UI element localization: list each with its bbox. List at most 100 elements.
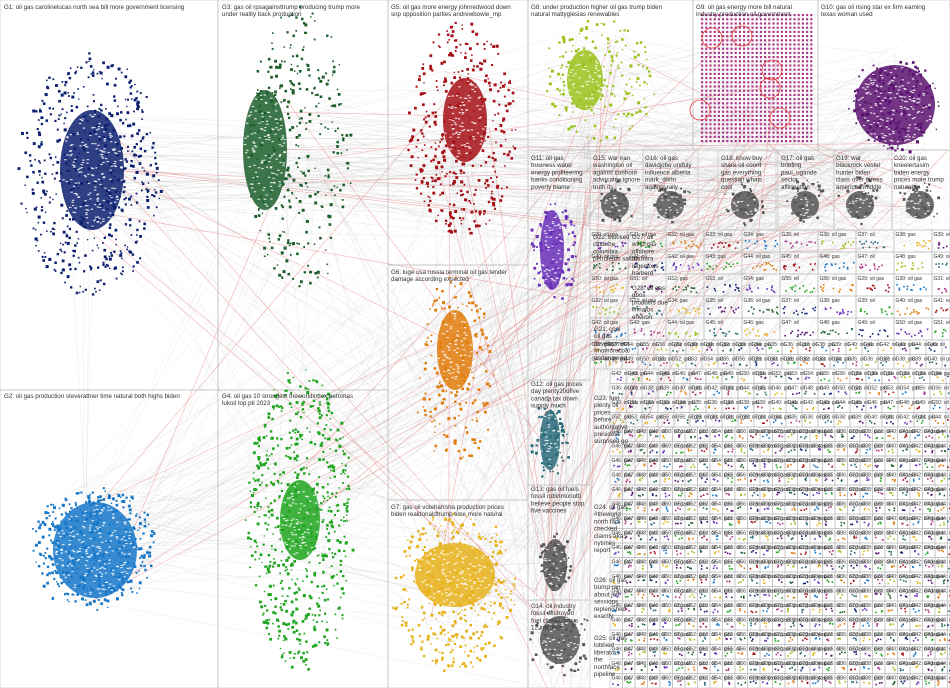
edge: [484, 209, 700, 374]
node: [89, 601, 91, 603]
node-label-chip: [66, 565, 69, 567]
node: [78, 98, 80, 100]
node: [254, 584, 258, 587]
node: [488, 350, 492, 354]
node-label-chip: [93, 530, 97, 532]
node: [29, 159, 32, 162]
node: [42, 584, 46, 588]
node: [145, 95, 148, 99]
node-label-chip: [261, 168, 264, 170]
node: [272, 482, 276, 486]
node: [271, 47, 274, 50]
node: [267, 510, 271, 513]
node: [494, 539, 498, 543]
node: [481, 332, 485, 336]
node-label-chip: [314, 502, 318, 504]
node-label-chip: [471, 88, 474, 90]
node: [342, 592, 345, 595]
node: [291, 91, 295, 95]
node: [423, 144, 426, 146]
node: [257, 458, 260, 461]
edge: [437, 408, 575, 496]
node: [463, 651, 466, 653]
edge: [541, 205, 861, 529]
node: [290, 436, 293, 440]
node: [503, 152, 506, 156]
node: [321, 75, 325, 79]
node: [491, 190, 493, 193]
node-label-chip: [122, 563, 125, 566]
node: [290, 600, 294, 604]
edge: [537, 95, 740, 610]
node: [102, 261, 105, 264]
node: [433, 419, 436, 422]
node-label-chip: [265, 102, 268, 105]
node: [264, 604, 267, 607]
node: [321, 591, 324, 594]
node: [345, 507, 348, 510]
node-label-chip: [451, 144, 454, 146]
node: [76, 66, 79, 68]
edge: [437, 180, 783, 376]
node: [110, 251, 113, 254]
node-label-chip: [297, 492, 301, 494]
edge: [531, 98, 896, 687]
node: [43, 523, 47, 527]
node: [71, 95, 75, 99]
node: [74, 267, 77, 271]
node: [58, 585, 61, 588]
edge: [311, 51, 752, 495]
node: [477, 614, 480, 616]
node-label-chip: [272, 177, 275, 179]
node-label-chip: [253, 191, 257, 193]
node: [490, 601, 493, 603]
node-label-chip: [101, 588, 104, 590]
node-label-chip: [312, 513, 316, 515]
node: [432, 186, 435, 189]
edge: [635, 160, 948, 224]
node: [258, 437, 261, 440]
node-label-chip: [80, 556, 84, 558]
node: [61, 259, 65, 263]
node: [338, 606, 341, 610]
node: [461, 27, 464, 30]
edge: [900, 126, 908, 242]
node-label-chip: [82, 127, 86, 129]
node: [341, 462, 343, 465]
node-label-chip: [306, 553, 310, 555]
node: [298, 285, 301, 288]
edge: [562, 202, 602, 574]
node: [257, 466, 261, 470]
node-label-chip: [289, 523, 293, 525]
node: [52, 511, 55, 513]
node: [282, 602, 286, 606]
node: [435, 618, 437, 620]
node-label-chip: [111, 513, 115, 515]
node: [294, 412, 298, 416]
node-label-chip: [95, 575, 98, 577]
node: [96, 280, 100, 284]
edge: [310, 387, 465, 534]
node: [34, 543, 38, 547]
node-label-chip: [459, 97, 462, 99]
node: [493, 602, 496, 605]
node: [332, 151, 335, 154]
node: [288, 651, 292, 654]
node: [121, 593, 124, 597]
node: [138, 220, 141, 223]
node-label-chip: [77, 169, 80, 171]
node: [50, 503, 53, 506]
node: [321, 205, 324, 209]
edge: [100, 176, 672, 595]
node-label-chip: [73, 193, 77, 195]
node: [319, 95, 323, 99]
node: [445, 644, 447, 647]
node: [333, 185, 336, 188]
node: [432, 41, 435, 44]
node: [286, 572, 290, 576]
node: [54, 517, 57, 520]
node: [126, 246, 129, 248]
node: [338, 540, 342, 544]
edge: [598, 112, 868, 155]
